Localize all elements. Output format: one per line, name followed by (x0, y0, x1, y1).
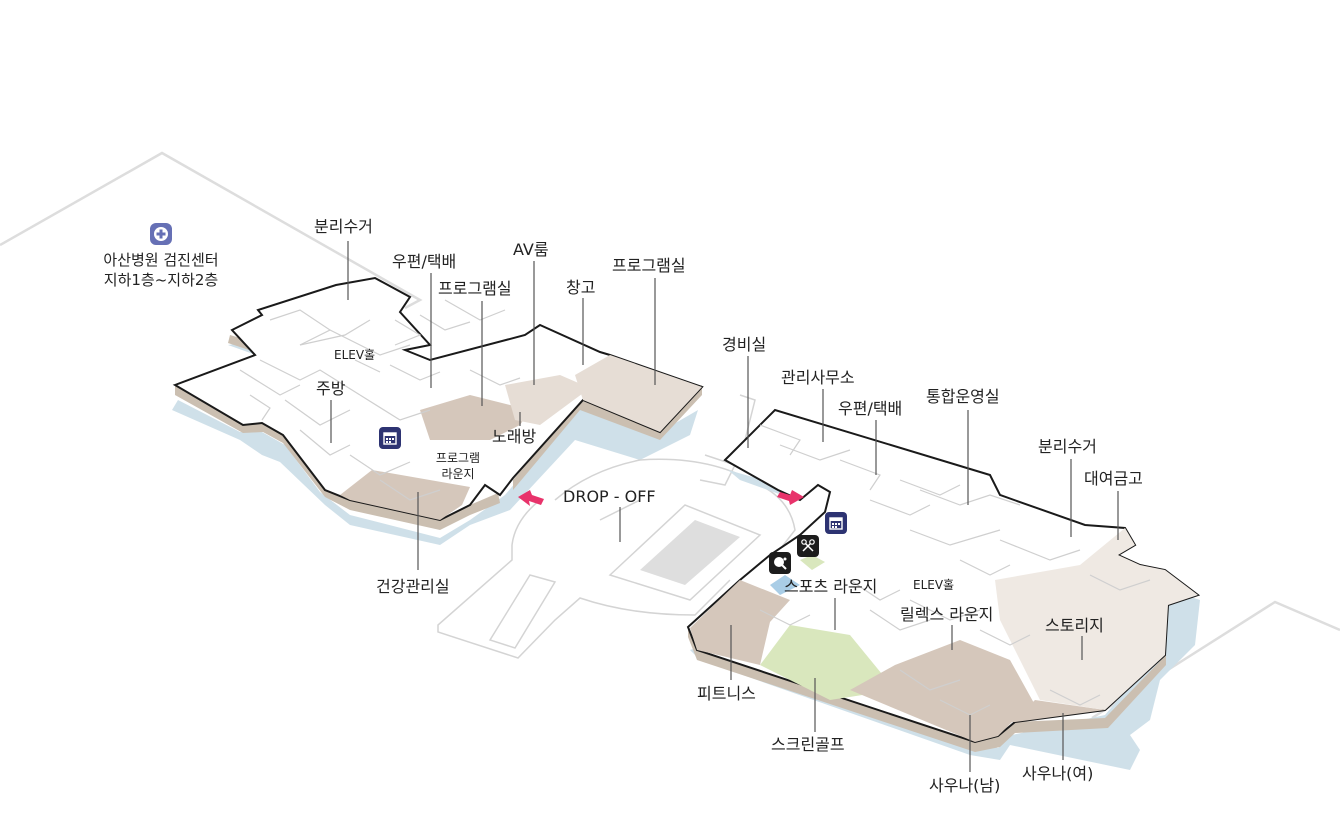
calendar-icon[interactable] (379, 427, 401, 449)
label-fitness: 피트니스 (697, 684, 756, 703)
left-interior-lines (239, 299, 521, 501)
label-left-storage: 창고 (566, 278, 596, 297)
left-program-room-2-area (575, 355, 702, 432)
right-screen-golf-area (760, 625, 895, 700)
label-right-storage: 스토리지 (1045, 616, 1104, 635)
right-wall-side (688, 627, 1166, 752)
drop-off-road (437, 394, 796, 659)
label-left-mail: 우편/택배 (392, 252, 457, 271)
badminton-icon[interactable] (797, 535, 819, 557)
right-fitness-area (690, 580, 790, 665)
label-program-room-2: 프로그램실 (612, 256, 686, 275)
label-left-elev-hall: ELEV홀 (334, 348, 376, 362)
label-right-recycling: 분리수거 (1038, 437, 1097, 456)
left-wall-side-2 (513, 385, 702, 490)
hospital-name: 아산병원 검진센터 (103, 251, 219, 269)
label-right-mail: 우편/택배 (838, 399, 903, 418)
hospital-cross-icon[interactable] (150, 223, 172, 245)
left-av-room-area (505, 375, 590, 425)
leader-lines (330, 241, 1119, 772)
label-program-room-1: 프로그램실 (438, 279, 512, 298)
right-green-small (800, 555, 825, 570)
label-av-room: AV룸 (513, 240, 549, 259)
left-wing (172, 276, 704, 545)
label-program-lounge-2: 라운지 (441, 467, 475, 481)
label-sauna-men: 사우나(남) (929, 776, 1001, 795)
label-rental-locker: 대여금고 (1084, 469, 1143, 488)
label-kitchen: 주방 (316, 379, 346, 398)
left-program-room-area (420, 395, 530, 440)
left-water-shadow (172, 400, 698, 545)
label-program-lounge-1: 프로그램 (435, 451, 481, 465)
left-health-room-area (340, 470, 470, 520)
hospital-floors: 지하1층~지하2층 (103, 271, 219, 289)
drop-off-arrow-left (518, 490, 544, 506)
label-drop-off: DROP - OFF (563, 487, 656, 506)
right-wing (686, 408, 1201, 770)
label-program-lounge: 프로그램 라운지 (428, 450, 488, 482)
label-karaoke: 노래방 (492, 427, 537, 446)
label-control-room: 통합운영실 (926, 387, 1000, 406)
label-sports-lounge: 스포츠 라운지 (784, 577, 878, 596)
right-water-shadow-top (728, 470, 790, 498)
label-sauna-women: 사우나(여) (1022, 764, 1094, 783)
label-guard-room: 경비실 (722, 335, 767, 354)
label-screen-golf: 스크린골프 (771, 735, 845, 754)
left-floor (172, 276, 704, 522)
right-blue-area (770, 575, 800, 595)
drop-off-arrow-right (777, 490, 804, 505)
right-sauna-men-area (850, 640, 1035, 742)
label-left-recycling: 분리수거 (314, 217, 373, 236)
label-health-room: 건강관리실 (376, 577, 450, 596)
left-wall-side (175, 385, 500, 530)
right-interior-lines (759, 424, 1151, 716)
right-storage-area (995, 528, 1198, 710)
label-right-elev-hall: ELEV홀 (913, 578, 955, 592)
calendar-icon[interactable] (825, 512, 847, 534)
label-relax-lounge: 릴렉스 라운지 (900, 605, 994, 624)
label-management-office: 관리사무소 (781, 368, 855, 387)
hospital-label: 아산병원 검진센터 지하1층~지하2층 (86, 250, 236, 290)
right-sauna-women-area (1012, 700, 1105, 722)
ping-pong-icon[interactable] (769, 552, 791, 574)
